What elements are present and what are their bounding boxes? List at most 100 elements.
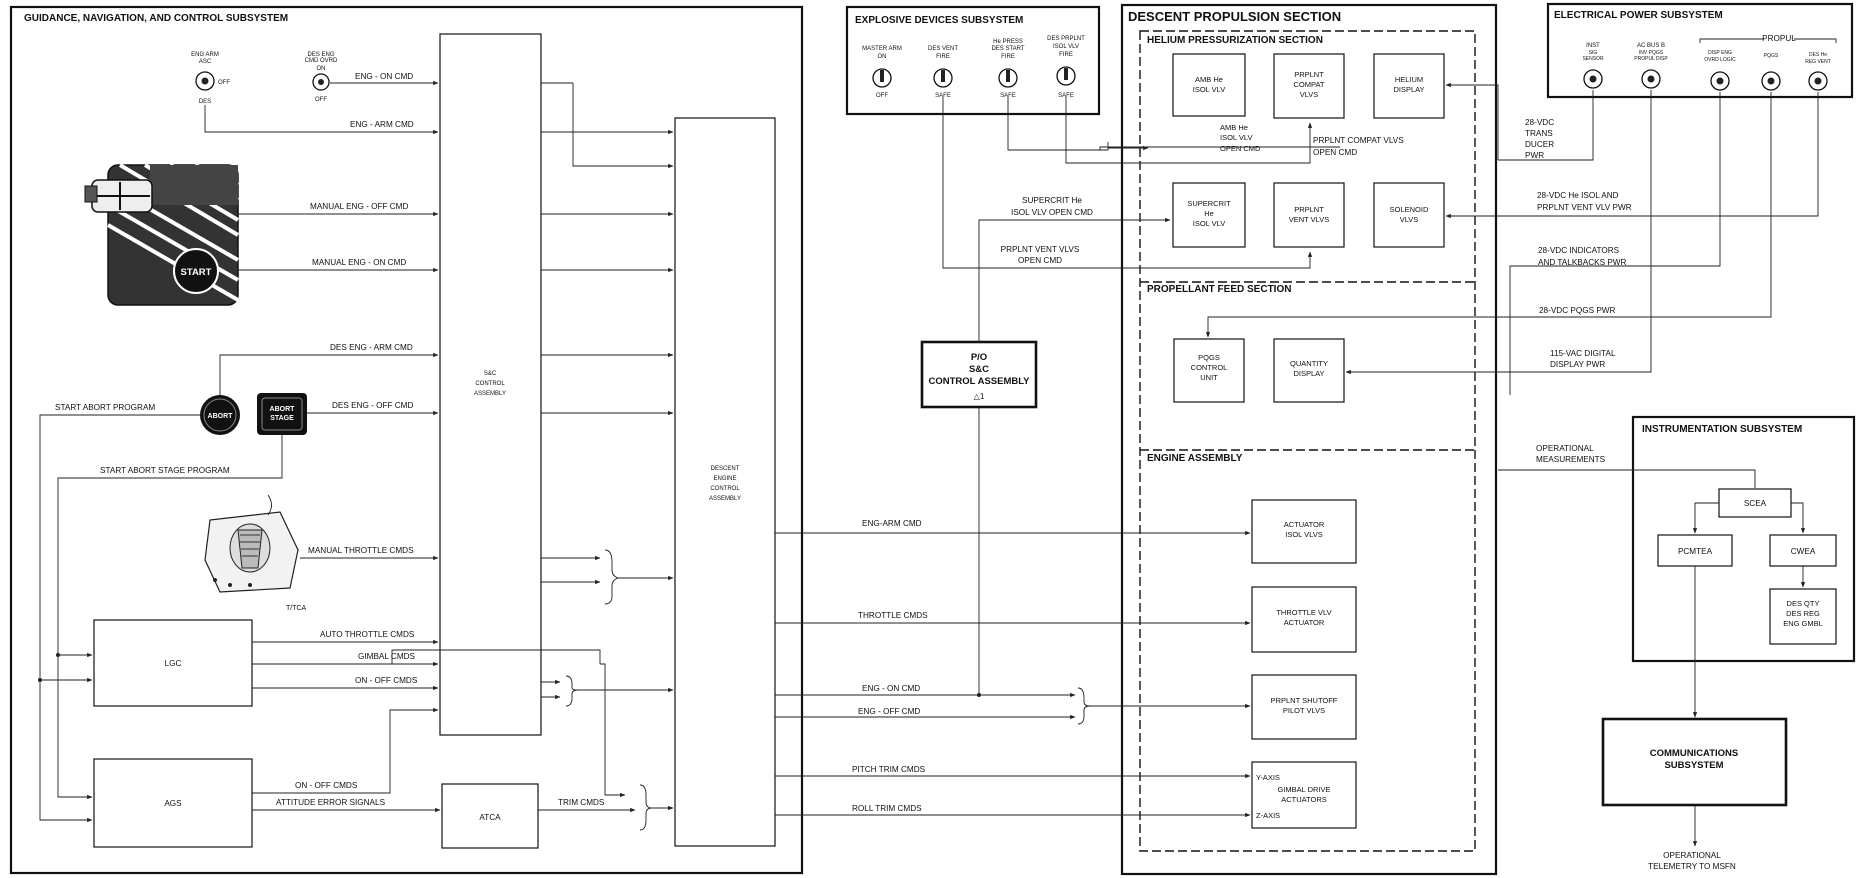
master-arm-switch[interactable]: MASTER ARM ON OFF	[862, 46, 902, 99]
dps-frame	[1120, 3, 1498, 876]
svg-text:PRPLNT SHUTOFF: PRPLNT SHUTOFF	[1271, 696, 1338, 705]
eds-title: EXPLOSIVE DEVICES SUBSYSTEM	[855, 15, 1023, 26]
ac-bus-b-switch[interactable]: AC BUS B INV PQGS PROPUL DISP	[1634, 43, 1668, 89]
svg-text:28-VDC PQGS PWR: 28-VDC PQGS PWR	[1539, 306, 1616, 315]
dps-inner-dashed	[1139, 30, 1476, 852]
svg-text:SOLENOID: SOLENOID	[1390, 205, 1429, 214]
svg-text:ENG - ON CMD: ENG - ON CMD	[355, 72, 413, 81]
svg-text:28-VDC: 28-VDC	[1525, 118, 1554, 127]
svg-text:TRIM CMDS: TRIM CMDS	[558, 798, 605, 807]
svg-text:DUCER: DUCER	[1525, 140, 1554, 149]
svg-text:DES START: DES START	[991, 46, 1024, 52]
svg-text:FIRE: FIRE	[936, 54, 950, 60]
svg-text:ASC: ASC	[199, 59, 212, 65]
disp-eng-ovrd-logic-switch[interactable]: DISP ENG OVRD LOGIC	[1704, 50, 1736, 91]
svg-text:△1: △1	[974, 392, 985, 401]
quantity-display-box: QUANTITY DISPLAY	[1273, 338, 1345, 403]
abort-button[interactable]: ABORT	[200, 395, 240, 435]
svg-text:CMD OVRD: CMD OVRD	[305, 58, 338, 64]
svg-text:AC BUS B: AC BUS B	[1637, 43, 1665, 49]
sc-control-assembly-box: S&C CONTROL ASSEMBLY	[439, 33, 542, 736]
svg-text:DES ENG - ARM CMD: DES ENG - ARM CMD	[330, 343, 413, 352]
gnc-subsystem-frame	[9, 5, 804, 875]
svg-text:COMMUNICATIONS: COMMUNICATIONS	[1650, 748, 1738, 759]
eps-frame	[1546, 2, 1854, 99]
start-button[interactable]: START	[173, 248, 219, 294]
svg-text:ON - OFF CMDS: ON - OFF CMDS	[295, 781, 358, 790]
des-qty-box: DES QTY DES REG ENG GMBL	[1769, 588, 1837, 645]
svg-text:SAFE: SAFE	[935, 93, 951, 99]
svg-text:PROPUL DISP: PROPUL DISP	[1634, 56, 1668, 62]
svg-text:REG VENT: REG VENT	[1805, 59, 1831, 65]
gnc-wiring: ENG - ON CMD ENG - ARM CMD MANUAL ENG - …	[38, 72, 674, 831]
supercrit-he-isol-vlv-box: SUPERCRIT He ISOL VLV	[1172, 182, 1246, 248]
abort-stage-button[interactable]: ABORT STAGE	[257, 393, 307, 435]
svg-text:MANUAL ENG - OFF CMD: MANUAL ENG - OFF CMD	[310, 202, 408, 211]
svg-text:PRPLNT COMPAT VLVS: PRPLNT COMPAT VLVS	[1313, 136, 1404, 145]
eng-arm-switch[interactable]: ENG ARM ASC OFF DES	[191, 52, 230, 105]
feed-section-title: PROPELLANT FEED SECTION	[1147, 284, 1291, 295]
svg-text:ASSEMBLY: ASSEMBLY	[709, 496, 741, 502]
svg-text:PQGS: PQGS	[1198, 353, 1220, 362]
svg-text:DES PRPLNT: DES PRPLNT	[1047, 36, 1085, 42]
lgc-box: LGC	[93, 619, 253, 707]
svg-text:DES ENG - OFF CMD: DES ENG - OFF CMD	[332, 401, 414, 410]
svg-text:THROTTLE VLV: THROTTLE VLV	[1276, 608, 1331, 617]
svg-text:P/O: P/O	[971, 352, 987, 363]
svg-text:AND TALKBACKS PWR: AND TALKBACKS PWR	[1538, 258, 1627, 267]
pqgs-switch[interactable]: PQGS	[1761, 53, 1781, 91]
des-he-reg-vent-switch[interactable]: DES He REG VENT	[1805, 52, 1831, 91]
pqgs-control-unit-box: PQGS CONTROL UNIT	[1173, 338, 1245, 403]
svg-text:START ABORT PROGRAM: START ABORT PROGRAM	[55, 403, 155, 412]
gimbal-drive-actuators-box: Y-AXIS GIMBAL DRIVE ACTUATORS Z-AXIS	[1251, 761, 1357, 829]
svg-text:T/TCA: T/TCA	[286, 605, 307, 612]
svg-text:AGS: AGS	[164, 799, 182, 808]
power-wiring: 28-VDC TRANS DUCER PWR 28-VDC He ISOL AN…	[1205, 82, 1819, 488]
des-eng-cmd-ovrd-switch[interactable]: DES ENG CMD OVRD ON OFF	[305, 52, 338, 103]
svg-text:QUANTITY: QUANTITY	[1290, 359, 1328, 368]
svg-text:ATTITUDE ERROR SIGNALS: ATTITUDE ERROR SIGNALS	[276, 798, 386, 807]
svg-text:SAFE: SAFE	[1000, 93, 1016, 99]
svg-text:OPERATIONAL: OPERATIONAL	[1536, 444, 1594, 453]
svg-text:VLVS: VLVS	[1400, 215, 1419, 224]
svg-text:OPEN CMD: OPEN CMD	[1018, 256, 1062, 265]
des-vent-switch[interactable]: DES VENT FIRE SAFE	[928, 46, 958, 99]
instrumentation-wiring	[1692, 502, 1806, 847]
prplnt-compat-vlvs-box: PRPLNT COMPAT VLVS	[1273, 53, 1345, 119]
svg-text:ISOL VLV: ISOL VLV	[1053, 44, 1079, 50]
svg-text:ABORT: ABORT	[270, 406, 296, 413]
svg-text:ENG - ARM CMD: ENG - ARM CMD	[350, 120, 414, 129]
atca-box: ATCA	[441, 783, 539, 849]
inst-sig-sensor-switch[interactable]: INST SIG SENSOR	[1582, 43, 1604, 89]
svg-text:DES VENT: DES VENT	[928, 46, 958, 52]
svg-text:GIMBAL DRIVE: GIMBAL DRIVE	[1277, 785, 1330, 794]
svg-text:ISOL VLV: ISOL VLV	[1193, 85, 1226, 94]
svg-text:DES: DES	[199, 99, 211, 105]
descent-engine-control-assembly-box: DESCENT ENGINE CONTROL ASSEMBLY	[674, 117, 776, 847]
svg-text:ISOL VLV OPEN CMD: ISOL VLV OPEN CMD	[1011, 208, 1093, 217]
svg-text:CWEA: CWEA	[1791, 547, 1816, 556]
svg-text:ENG-ARM CMD: ENG-ARM CMD	[862, 519, 922, 528]
svg-text:PILOT VLVS: PILOT VLVS	[1283, 706, 1325, 715]
svg-text:SUPERCRIT: SUPERCRIT	[1187, 199, 1231, 208]
svg-text:ISOL VLV: ISOL VLV	[1193, 219, 1226, 228]
svg-text:S&C: S&C	[484, 371, 497, 377]
operational-telemetry-label-2: TELEMETRY TO MSFN	[1648, 862, 1736, 871]
svg-text:ENGINE: ENGINE	[713, 476, 736, 482]
svg-text:CONTROL ASSEMBLY: CONTROL ASSEMBLY	[929, 376, 1031, 387]
dps-title: DESCENT PROPULSION SECTION	[1128, 9, 1341, 24]
ttca-controller[interactable]: T/TCA	[204, 494, 307, 612]
svg-text:START: START	[181, 267, 212, 278]
svg-text:PQGS: PQGS	[1764, 53, 1779, 59]
des-prplnt-isol-switch[interactable]: DES PRPLNT ISOL VLV FIRE SAFE	[1047, 36, 1085, 99]
svg-text:MANUAL ENG - ON CMD: MANUAL ENG - ON CMD	[312, 258, 406, 267]
engine-section-title: ENGINE ASSEMBLY	[1147, 453, 1243, 464]
svg-text:DESCENT: DESCENT	[711, 466, 740, 472]
svg-text:He PRESS: He PRESS	[993, 39, 1023, 45]
svg-text:SUPERCRIT He: SUPERCRIT He	[1022, 196, 1082, 205]
svg-text:SCEA: SCEA	[1744, 499, 1767, 508]
svg-text:SIG: SIG	[1589, 50, 1598, 56]
svg-text:FIRE: FIRE	[1059, 52, 1073, 58]
operational-telemetry-label-1: OPERATIONAL	[1663, 851, 1721, 860]
he-press-switch[interactable]: He PRESS DES START FIRE SAFE	[991, 39, 1024, 99]
